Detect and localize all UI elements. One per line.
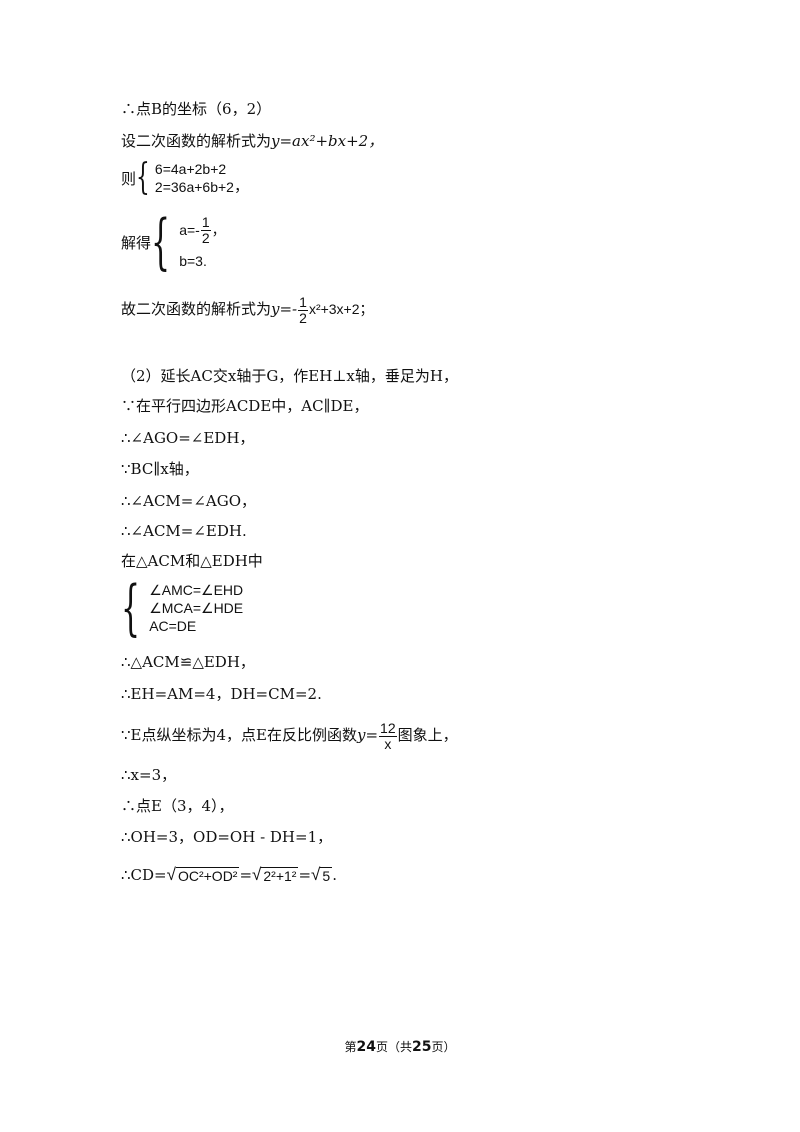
sqrt-2: √2²+1²: [252, 865, 299, 884]
line-congruent: ∴△ACM≌△EDH，: [121, 653, 255, 671]
line-angle-ago: ∴∠AGO=∠EDH，: [121, 429, 255, 447]
line-point-b: ∴点B的坐标（6，2）: [121, 100, 272, 118]
line-triangles: 在△ACM和△EDH中: [121, 552, 263, 570]
line-set-quadratic: 设二次函数的解析式为y=ax²+bx+2，: [121, 132, 384, 150]
line-x-value: ∴x=3，: [121, 766, 177, 784]
line-oh-od: ∴OH=3，OD=OH - DH=1，: [121, 828, 333, 846]
system-1-row-1: 6=4a+2b+2: [154, 161, 227, 177]
quadratic-general-form: y=ax²+bx+2，: [271, 132, 384, 150]
line-angle-acm-edh: ∴∠ACM=∠EDH.: [121, 522, 247, 540]
system-1-row-2: 2=36a+6b+2: [154, 179, 234, 195]
page-total: 25: [412, 1039, 432, 1055]
sqrt-3: √5: [311, 865, 333, 884]
sqrt-1: √OC²+OD²: [166, 865, 240, 884]
congruence-row-2: ∠MCA=∠HDE: [149, 600, 244, 616]
line-angle-acm-ago: ∴∠ACM=∠AGO，: [121, 492, 257, 510]
line-lengths: ∴EH=AM=4，DH=CM=2.: [121, 685, 322, 703]
solution-row-b: b=3.: [179, 252, 207, 269]
equation-system-1: 则 { 6=4a+2b+2 2=36a+6b+2 ，: [121, 157, 249, 198]
line-bc-parallel: ∵BC∥x轴，: [121, 460, 199, 478]
congruence-row-3: AC=DE: [149, 618, 197, 634]
page-footer: 第24页（共25页）: [344, 1039, 456, 1055]
line-parallelogram: ∵在平行四边形ACDE中，AC∥DE，: [121, 397, 369, 415]
page-number: 24: [356, 1039, 376, 1055]
equation-system-congruence: { ∠AMC=∠EHD ∠MCA=∠HDE AC=DE: [121, 573, 244, 643]
line-part-2: （2）延长AC交x轴于G，作EH⊥x轴，垂足为H，: [121, 367, 458, 385]
line-cd-length: ∴CD=√OC²+OD²=√2²+1²=√5.: [121, 865, 337, 885]
line-point-e: ∴点E（3，4），: [121, 797, 234, 815]
congruence-row-1: ∠AMC=∠EHD: [149, 582, 244, 598]
